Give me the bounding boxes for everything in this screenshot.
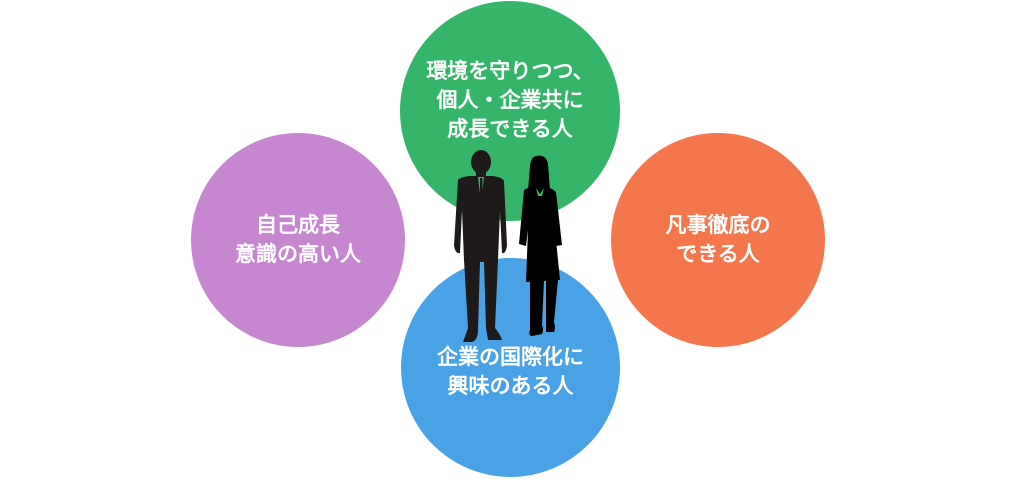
woman-silhouette-icon <box>519 155 562 336</box>
circle-text-line: 成長できる人 <box>447 116 573 141</box>
circle-text: 企業の国際化に 興味のある人 <box>437 343 584 401</box>
circle-text-line: 個人・企業共に <box>436 87 584 112</box>
circle-self-growth: 自己成長 意識の高い人 <box>191 133 405 347</box>
circle-text-line: 自己成長 <box>256 213 340 237</box>
man-silhouette-icon <box>454 150 507 342</box>
circle-internationalization: 企業の国際化に 興味のある人 <box>401 258 620 477</box>
circle-text-line: 環境を守りつつ、 <box>426 58 594 83</box>
circle-text-line: 意識の高い人 <box>235 242 361 266</box>
businesspeople-silhouette-icon <box>454 150 562 342</box>
circle-text: 凡事徹底の できる人 <box>666 211 771 269</box>
circle-text-line: 凡事徹底の <box>665 213 771 237</box>
circle-text: 自己成長 意識の高い人 <box>235 211 361 269</box>
circle-thoroughness: 凡事徹底の できる人 <box>611 133 825 347</box>
circle-text: 環境を守りつつ、 個人・企業共に 成長できる人 <box>426 57 593 144</box>
circle-text-line: できる人 <box>676 242 760 266</box>
circle-text-line: 興味のある人 <box>447 373 574 398</box>
circle-environment-growth: 環境を守りつつ、 個人・企業共に 成長できる人 <box>400 1 620 221</box>
circle-text-line: 企業の国際化に <box>437 344 584 369</box>
woman-collar-icon <box>536 188 544 196</box>
